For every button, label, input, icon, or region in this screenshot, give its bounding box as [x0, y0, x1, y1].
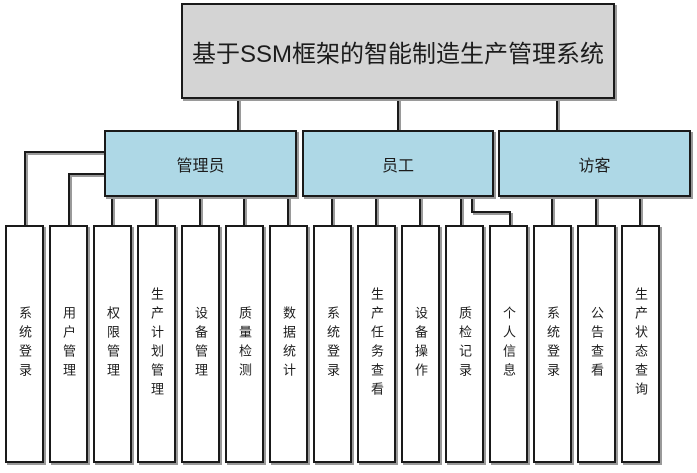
role-box-admin: 管理员 — [104, 130, 297, 197]
leaf-label: 生产任务查看 — [369, 287, 384, 401]
leaf-label: 系统登录 — [545, 306, 560, 382]
role-label-visitor: 访客 — [578, 157, 611, 175]
role-box-visitor: 访客 — [498, 130, 691, 197]
leaf-production-plan-management: 生产计划管理 — [137, 225, 176, 463]
leaf-label: 质检记录 — [457, 306, 472, 382]
leaf-quality-check-record: 质检记录 — [445, 225, 484, 463]
leaf-label: 设备操作 — [413, 306, 428, 382]
diagram-title: 基于SSM框架的智能制造生产管理系统 — [191, 40, 604, 68]
role-label-staff: 员工 — [381, 157, 414, 175]
diagram-title-box: 基于SSM框架的智能制造生产管理系统 — [181, 3, 615, 99]
leaf-label: 系统登录 — [325, 306, 340, 382]
leaf-quality-inspection: 质量检测 — [225, 225, 264, 463]
leaf-user-management: 用户管理 — [49, 225, 88, 463]
leaf-label: 数据统计 — [281, 306, 296, 382]
leaf-label: 权限管理 — [105, 306, 120, 382]
leaf-label: 设备管理 — [193, 306, 208, 382]
leaf-label: 质量检测 — [237, 306, 252, 382]
leaf-system-login-visitor: 系统登录 — [533, 225, 572, 463]
leaf-personal-info: 个人信息 — [489, 225, 528, 463]
leaf-label: 用户管理 — [61, 306, 76, 382]
leaf-label: 生产计划管理 — [149, 287, 164, 401]
leaf-label: 公告查看 — [589, 306, 604, 382]
leaf-equipment-operation: 设备操作 — [401, 225, 440, 463]
leaf-announcement-view: 公告查看 — [577, 225, 616, 463]
leaf-label: 系统登录 — [17, 306, 32, 382]
leaf-system-login-staff: 系统登录 — [313, 225, 352, 463]
leaf-equipment-management: 设备管理 — [181, 225, 220, 463]
leaf-production-status-query: 生产状态查询 — [621, 225, 660, 463]
role-box-staff: 员工 — [302, 130, 494, 197]
leaf-production-task-view: 生产任务查看 — [357, 225, 396, 463]
leaf-system-login-admin: 系统登录 — [5, 225, 44, 463]
leaf-permission-management: 权限管理 — [93, 225, 132, 463]
leaf-label: 个人信息 — [501, 306, 516, 382]
leaf-data-statistics: 数据统计 — [269, 225, 308, 463]
role-label-admin: 管理员 — [176, 157, 225, 175]
leaf-label: 生产状态查询 — [633, 287, 648, 401]
